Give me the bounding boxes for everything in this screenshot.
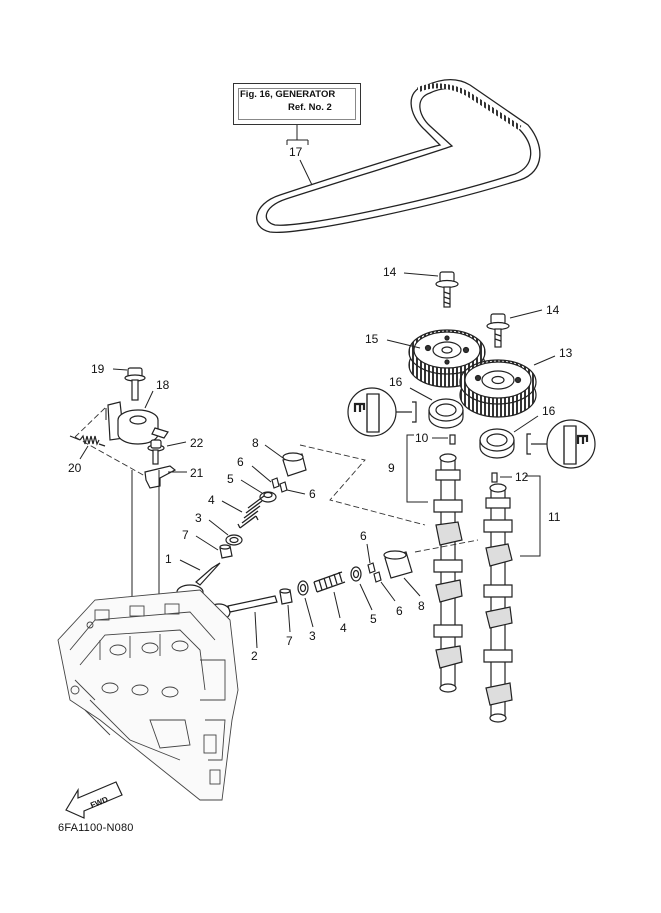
reference-box-frame (238, 88, 356, 120)
bolt-22 (147, 439, 165, 465)
label-8-lower: 8 (418, 599, 425, 613)
label-21: 21 (190, 466, 204, 480)
label-13: 13 (559, 346, 573, 360)
label-6-upper-right: 6 (309, 487, 316, 501)
valve-lifter-8-upper (282, 452, 307, 477)
oil-seal-16-right (479, 428, 515, 459)
label-2: 2 (251, 649, 258, 663)
label-8-upper: 8 (252, 436, 259, 450)
label-3-upper: 3 (195, 511, 202, 525)
valve-seal-7-lower (279, 588, 293, 605)
label-12: 12 (515, 470, 529, 484)
label-10: 10 (415, 431, 429, 445)
camshaft-pulley-13 (459, 359, 537, 418)
label-9: 9 (388, 461, 395, 475)
spring-retainer-5-lower (350, 566, 362, 582)
reference-number: Ref. No. 2 (288, 102, 332, 113)
label-7-upper: 7 (182, 528, 189, 542)
label-5-upper: 5 (227, 472, 234, 486)
fwd-arrow: FWD (65, 781, 123, 819)
spring-seat-3-upper (225, 534, 243, 546)
valve-lifter-8-lower (383, 550, 413, 579)
label-14-right: 14 (546, 303, 560, 317)
valve-spring-4-upper (237, 495, 265, 529)
reference-figure: Fig. 16, GENERATOR (240, 89, 336, 100)
label-11: 11 (548, 510, 561, 524)
label-19: 19 (91, 362, 105, 376)
label-4-upper: 4 (208, 493, 215, 507)
label-15: 15 (365, 332, 379, 346)
tensioner-18 (107, 401, 169, 445)
oil-seal-16-left (428, 398, 464, 429)
label-6-lower-top: 6 (360, 529, 367, 543)
label-3-lower: 3 (309, 629, 316, 643)
assembly-lines (74, 407, 479, 553)
label-14-upper: 14 (383, 265, 397, 279)
label-7-lower: 7 (286, 634, 293, 648)
grease-callout-right (526, 419, 596, 469)
label-4-lower: 4 (340, 621, 347, 635)
valve-seal-7-upper (219, 544, 233, 559)
label-22: 22 (190, 436, 204, 450)
label-20: 20 (68, 461, 82, 475)
bolt-14-upper (435, 271, 459, 308)
callout-17 (286, 125, 313, 186)
camshaft-9 (433, 453, 463, 693)
label-16-right: 16 (542, 404, 556, 418)
grease-callout-left (347, 387, 417, 437)
label-16-left: 16 (389, 375, 403, 389)
valve-spring-4-lower (313, 571, 346, 593)
dowel-pin-10 (449, 434, 456, 445)
timing-belt (256, 79, 541, 234)
label-6-upper-left: 6 (237, 455, 244, 469)
valve-cotter-6-lower (367, 562, 382, 583)
diagram-code: 6FA1100-N080 (58, 822, 134, 834)
spring-seat-3-lower (297, 580, 309, 596)
label-17: 17 (289, 145, 303, 159)
reference-box: Fig. 16, GENERATOR Ref. No. 2 (233, 83, 361, 125)
callout-9-bracket (406, 434, 428, 503)
label-1: 1 (165, 552, 172, 566)
bolt-19 (124, 367, 146, 401)
label-18: 18 (156, 378, 170, 392)
spring-retainer-5-upper (259, 491, 277, 503)
camshaft-11 (483, 483, 513, 723)
valve-cotter-6-upper (271, 477, 288, 493)
label-6-lower-right: 6 (396, 604, 403, 618)
dowel-pin-12 (491, 472, 498, 483)
bolt-14-right (486, 313, 510, 348)
callout-11-bracket (520, 475, 541, 557)
cylinder-head (57, 589, 239, 801)
bracket-21 (144, 465, 177, 489)
label-5-lower: 5 (370, 612, 377, 626)
